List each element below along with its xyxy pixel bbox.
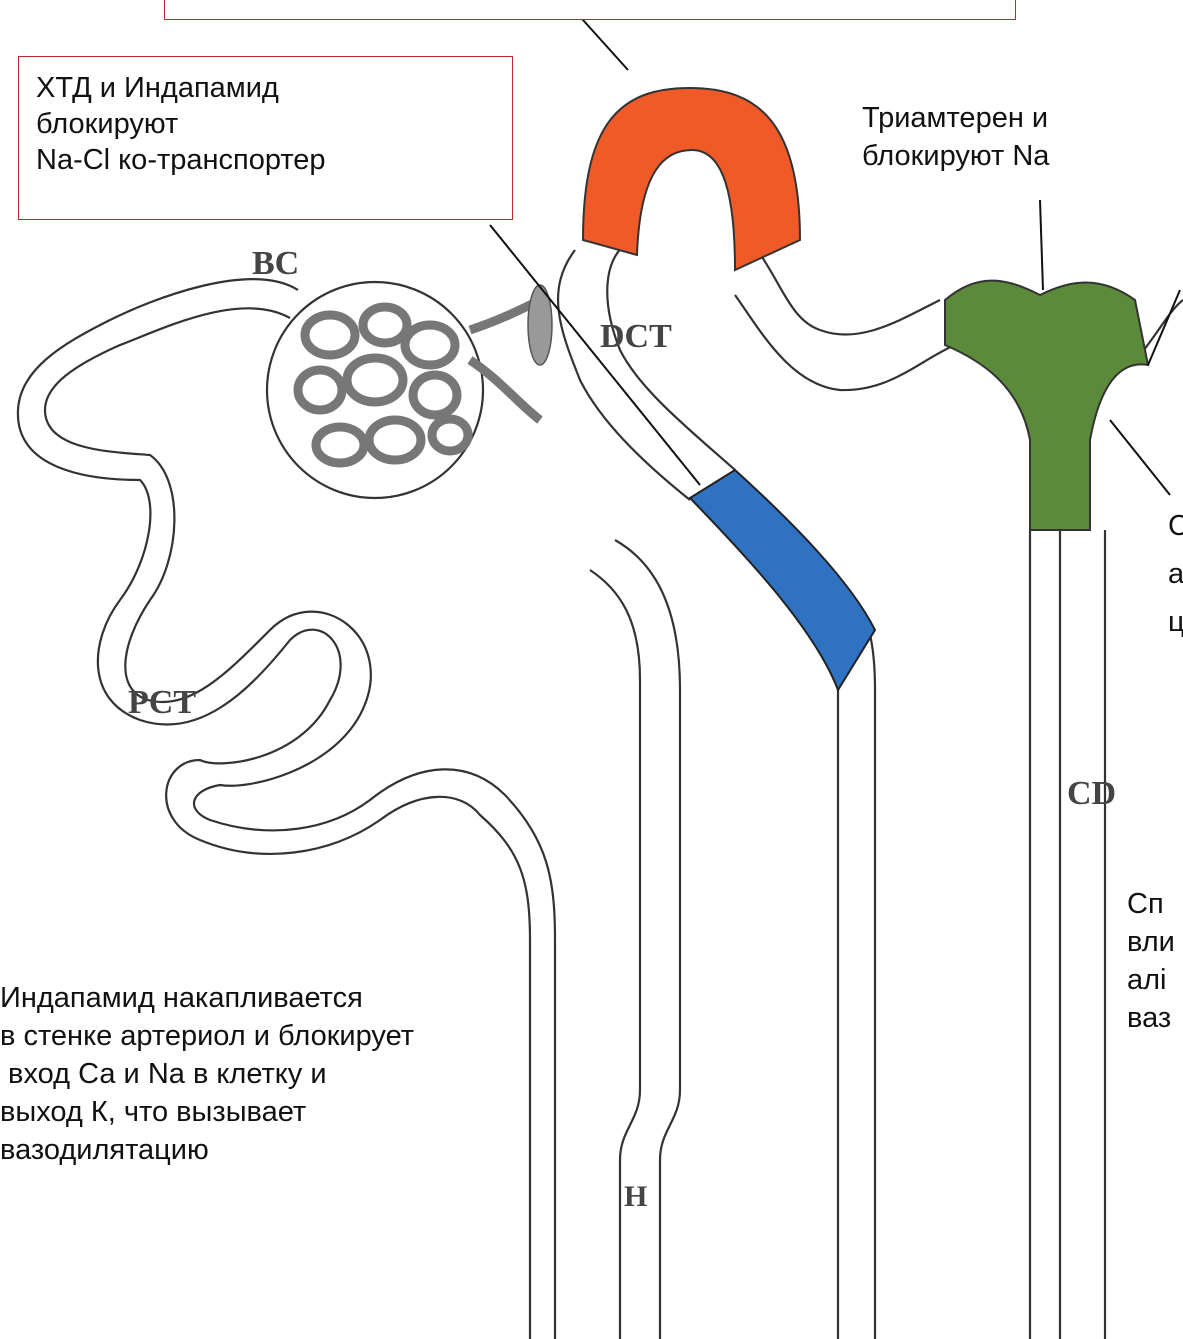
right-partial-1: С xyxy=(1168,508,1183,545)
spiro-line-4: ваз xyxy=(1127,1000,1171,1037)
loop-segment-orange xyxy=(583,88,800,270)
hctz-line-1: ХТД и Индапамид xyxy=(36,70,279,107)
indapamide-line-5: вазодилятацию xyxy=(0,1132,209,1169)
label-cd: CD xyxy=(1067,775,1116,813)
spiro-line-1: Сп xyxy=(1127,886,1164,923)
indapamide-line-1: Индапамид накапливается xyxy=(0,980,363,1017)
hctz-line-2: блокируют xyxy=(36,106,178,143)
label-h: H xyxy=(624,1180,647,1214)
spiro-line-2: вли xyxy=(1127,924,1175,961)
indapamide-line-3: вход Са и Na в клетку и xyxy=(0,1056,327,1093)
top-note-box xyxy=(164,0,1016,20)
spiro-line-3: алі xyxy=(1127,962,1167,999)
label-bc: BC xyxy=(252,245,299,283)
right-partial-3: ц xyxy=(1168,604,1183,641)
tubule-outline xyxy=(18,245,1183,1339)
glomerulus-icon xyxy=(298,300,540,463)
green-segment xyxy=(945,281,1148,530)
triamterene-line-1: Триамтерен и xyxy=(862,100,1048,137)
label-pct: PCT xyxy=(128,684,196,722)
label-dct: DCT xyxy=(600,318,672,356)
hctz-line-3: Na-Cl ко-транспортер xyxy=(36,142,326,179)
blue-segment xyxy=(690,470,875,690)
triamterene-line-2: блокируют Na xyxy=(862,138,1049,175)
indapamide-line-4: выход К, что вызывает xyxy=(0,1094,306,1131)
indapamide-line-2: в стенке артериол и блокирует xyxy=(0,1018,414,1055)
right-partial-2: а xyxy=(1168,556,1183,593)
